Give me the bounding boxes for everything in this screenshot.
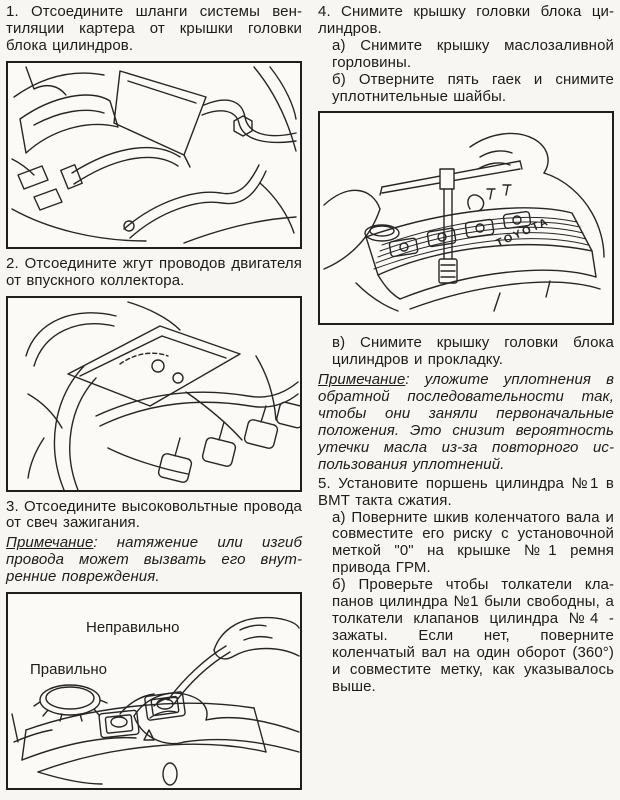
note-label: Примечание [6, 534, 94, 552]
step-4c-text: в) Снимите крышку головки блока цилиндро… [332, 334, 614, 369]
figure-spark-plug-wire: Неправильно Правильно [6, 592, 302, 791]
figure-wiring-harness [6, 295, 302, 492]
step-3-note: Примечание: натяжение или изгиб провода … [6, 534, 302, 586]
note-body: : уложите уплотнения в обратной последов… [318, 371, 614, 473]
left-column: 1. Отсоедините шланги системы вен­тиляци… [6, 3, 302, 800]
valve-cover-wrench-drawing: TOYOTA [323, 133, 605, 313]
spark-plug-wire-drawing: Неправильно Правильно [11, 616, 300, 786]
correct-label: Правильно [30, 661, 107, 678]
engine-harness-drawing [25, 300, 300, 490]
step-4a-text: а) Снимите крышку маслозаливной горловин… [332, 36, 614, 71]
incorrect-label: Неправильно [86, 619, 180, 636]
step-4b-text: б) Отверните пять гаек и снимите уплотни… [332, 70, 614, 105]
figure-ventilation-hoses [6, 60, 302, 249]
right-column: 4. Снимите крышку головки блока ци­линдр… [318, 3, 614, 800]
figure-valve-cover-wrench: TOYOTA [318, 111, 614, 326]
step-5a-text: а) Поверните шкив коленчатого вала и сов… [332, 508, 614, 577]
step-3-text: 3. Отсоедините высоковольтные про­вода о… [6, 497, 302, 532]
note-label: Примечание [318, 371, 406, 389]
note-body: : натяжение или изгиб провода может вызв… [6, 534, 302, 586]
engine-ventilation-drawing [11, 66, 297, 244]
step-5b-text: б) Проверьте чтобы толкатели кла­панов ц… [332, 576, 614, 695]
step-4-note: Примечание: уложите уплотнения в обратно… [318, 371, 614, 473]
step-5-text: 5. Установите поршень цилиндра №1 в ВМТ … [318, 474, 614, 509]
step-2-text: 2. Отсоедините жгут проводов двига­теля … [6, 254, 302, 289]
step-4-text: 4. Снимите крышку головки блока ци­линдр… [318, 3, 614, 37]
step-1-text: 1. Отсоедините шланги системы вен­тиляци… [6, 3, 302, 54]
